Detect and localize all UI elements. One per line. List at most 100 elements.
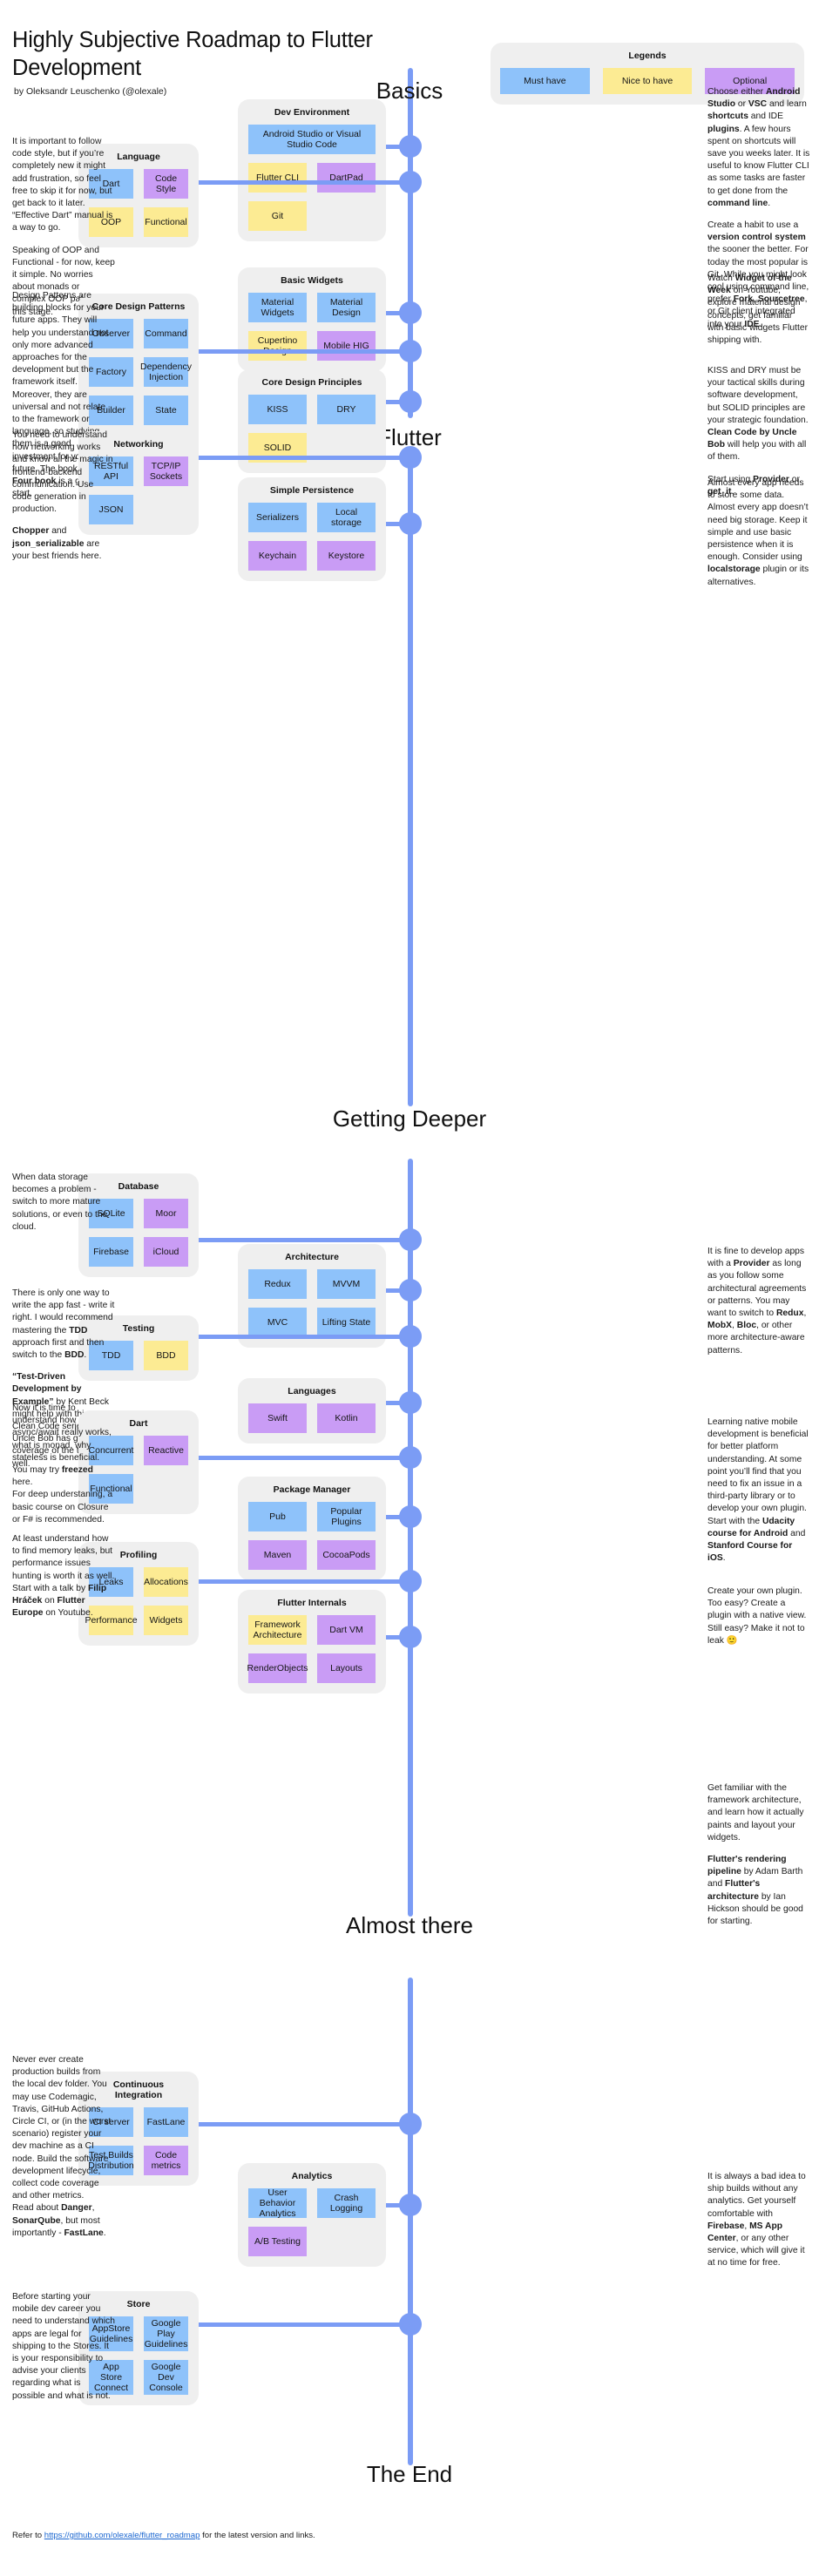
chip-crash-logging[interactable]: Crash Logging [317,2188,376,2218]
chip-code-metrics[interactable]: Code metrics [144,2146,188,2175]
stage-heading-almost: Almost there [346,1912,473,1938]
footer-prefix: Refer to [12,2531,44,2540]
chip-code-style[interactable]: Code Style [144,169,188,199]
chip-state[interactable]: State [144,396,188,425]
chip-ab-testing[interactable]: A/B Testing [248,2227,307,2256]
chip-functional-lang[interactable]: Functional [144,207,188,237]
note-simple-persistence: Almost every app needs to store some dat… [707,478,809,587]
chip-test-builds-distribution[interactable]: Test Builds Distribution [88,2146,134,2175]
chip-cocoapods[interactable]: CocoaPods [317,1540,376,1570]
chip-fastlane[interactable]: FastLane [144,2107,188,2137]
chip-moor[interactable]: Moor [144,1199,188,1228]
chip-user-behavior-analytics[interactable]: User Behavior Analytics [248,2187,307,2219]
chip-widgets[interactable]: Widgets [144,1606,188,1635]
chip-renderobjects[interactable]: RenderObjects [247,1653,308,1683]
chip-allocations[interactable]: Allocations [144,1567,188,1597]
stage-heading-deeper: Getting Deeper [332,1105,487,1132]
timeline-node-core-design-patterns [399,340,422,362]
chip-keystore[interactable]: Keystore [317,541,376,571]
chip-performance[interactable]: Performance [85,1606,138,1635]
chip-json[interactable]: JSON [89,495,133,524]
timeline-node-networking [399,446,422,469]
chip-pub[interactable]: Pub [248,1502,307,1531]
chip-serializers[interactable]: Serializers [248,503,307,532]
chip-mvc[interactable]: MVC [248,1308,307,1337]
chip-functional-dart[interactable]: Functional [89,1474,133,1504]
chip-google-play-guidelines[interactable]: Google Play Guidelines [144,2316,188,2351]
card-title-networking: Networking [113,439,164,450]
chip-dependency-injection[interactable]: Dependency Injection [140,357,192,387]
chip-cupertino-design[interactable]: Cupertino Design [248,331,307,361]
chip-android-studio-or-vscode[interactable]: Android Studio or Visual Studio Code [248,125,376,154]
legend-row: Must have Nice to have Optional [500,68,795,94]
page-byline: by Oleksandr Leuschenko (@olexale) [14,86,167,97]
connector-continuous-integration [196,2122,401,2126]
chip-sqlite[interactable]: SQLite [89,1199,133,1228]
note-package-manager: Create your own plugin. Too easy? Create… [707,1586,807,1646]
card-title-profiling: Profiling [119,1550,158,1560]
note-core-design-patterns: Design Patterns are building blocks for … [12,291,114,499]
chip-google-dev-console[interactable]: Google Dev Console [144,2360,188,2395]
chip-framework-architecture[interactable]: Framework Architecture [248,1615,307,1645]
chip-app-store-connect[interactable]: App Store Connect [89,2360,133,2395]
chip-leaks[interactable]: Leaks [89,1567,133,1597]
card-dart: Dart Concurrent Reactive Functional [78,1410,199,1514]
chip-ci-server[interactable]: CI server [89,2107,133,2137]
chip-dart-vm[interactable]: Dart VM [317,1615,376,1645]
chip-dart[interactable]: Dart [89,169,133,199]
chip-lifting-state[interactable]: Lifting State [317,1308,376,1337]
chip-maven[interactable]: Maven [248,1540,307,1570]
chip-material-widgets[interactable]: Material Widgets [248,293,307,322]
chip-layouts[interactable]: Layouts [317,1653,376,1683]
chip-reactive[interactable]: Reactive [144,1436,188,1465]
chip-dry[interactable]: DRY [317,395,376,424]
chip-kiss[interactable]: KISS [248,395,307,424]
note-database: When data storage becomes a problem - sw… [12,1173,108,1232]
card-title-analytics: Analytics [291,2171,333,2181]
chip-tdd[interactable]: TDD [89,1341,133,1370]
card-title-simple-persistence: Simple Persistence [269,485,355,496]
note-dev-environment: Choose either Android Studio or VSC and … [707,87,810,329]
chip-mvvm[interactable]: MVVM [317,1269,376,1299]
chip-appstore-guidelines[interactable]: AppStore Guidelines [89,2316,133,2351]
chip-grid-language: Dart Code Style OOP Functional [89,169,188,237]
chip-bdd[interactable]: BDD [144,1341,188,1370]
card-title-package-manager: Package Manager [273,1484,351,1495]
chip-builder[interactable]: Builder [89,396,133,425]
card-simple-persistence: Simple Persistence Serializers Local sto… [238,477,386,581]
timeline-spine-2 [408,112,413,418]
chip-observer[interactable]: Observer [89,319,133,348]
chip-mobile-hig[interactable]: Mobile HIG [317,331,376,361]
chip-tcp-ip-sockets[interactable]: TCP/IP Sockets [144,456,188,486]
note-store: Before starting your mobile dev career y… [12,2292,115,2401]
chip-material-design[interactable]: Material Design [317,293,376,322]
timeline-node-dart [399,1446,422,1469]
card-package-manager: Package Manager Pub Popular Plugins Mave… [238,1477,386,1580]
chip-swift[interactable]: Swift [248,1403,307,1433]
chip-local-storage[interactable]: Local storage [317,503,376,532]
note-basic-widgets: Watch Widget of the Week on Youtube, exp… [707,274,809,346]
chip-firebase[interactable]: Firebase [89,1237,133,1267]
chip-flutter-cli[interactable]: Flutter CLI [248,163,307,193]
chip-factory[interactable]: Factory [89,357,133,387]
note-profiling: At least understand how to find memory l… [12,1534,115,1619]
timeline-spine-4 [408,1159,413,1917]
card-store: Store AppStore Guidelines Google Play Gu… [78,2291,199,2405]
note-core-design-principles: KISS and DRY must be your tactical skill… [707,366,809,497]
chip-redux[interactable]: Redux [248,1269,307,1299]
chip-restful-api[interactable]: RESTful API [89,456,133,486]
chip-oop[interactable]: OOP [89,207,133,237]
footer-link[interactable]: https://github.com/olexale/flutter_roadm… [44,2531,200,2540]
chip-dartpad[interactable]: DartPad [317,163,376,193]
chip-git[interactable]: Git [248,201,307,231]
timeline-node-testing [399,1325,422,1348]
chip-command[interactable]: Command [144,319,188,348]
chip-popular-plugins[interactable]: Popular Plugins [317,1502,376,1531]
chip-keychain[interactable]: Keychain [248,541,307,571]
card-analytics: Analytics User Behavior Analytics Crash … [238,2163,386,2267]
chip-kotlin[interactable]: Kotlin [317,1403,376,1433]
note-networking: You need to understand how networking wo… [12,430,113,561]
note-dart: Now it is time to understand how async/a… [12,1403,113,1525]
chip-concurrent[interactable]: Concurrent [89,1436,133,1465]
chip-icloud[interactable]: iCloud [144,1237,188,1267]
